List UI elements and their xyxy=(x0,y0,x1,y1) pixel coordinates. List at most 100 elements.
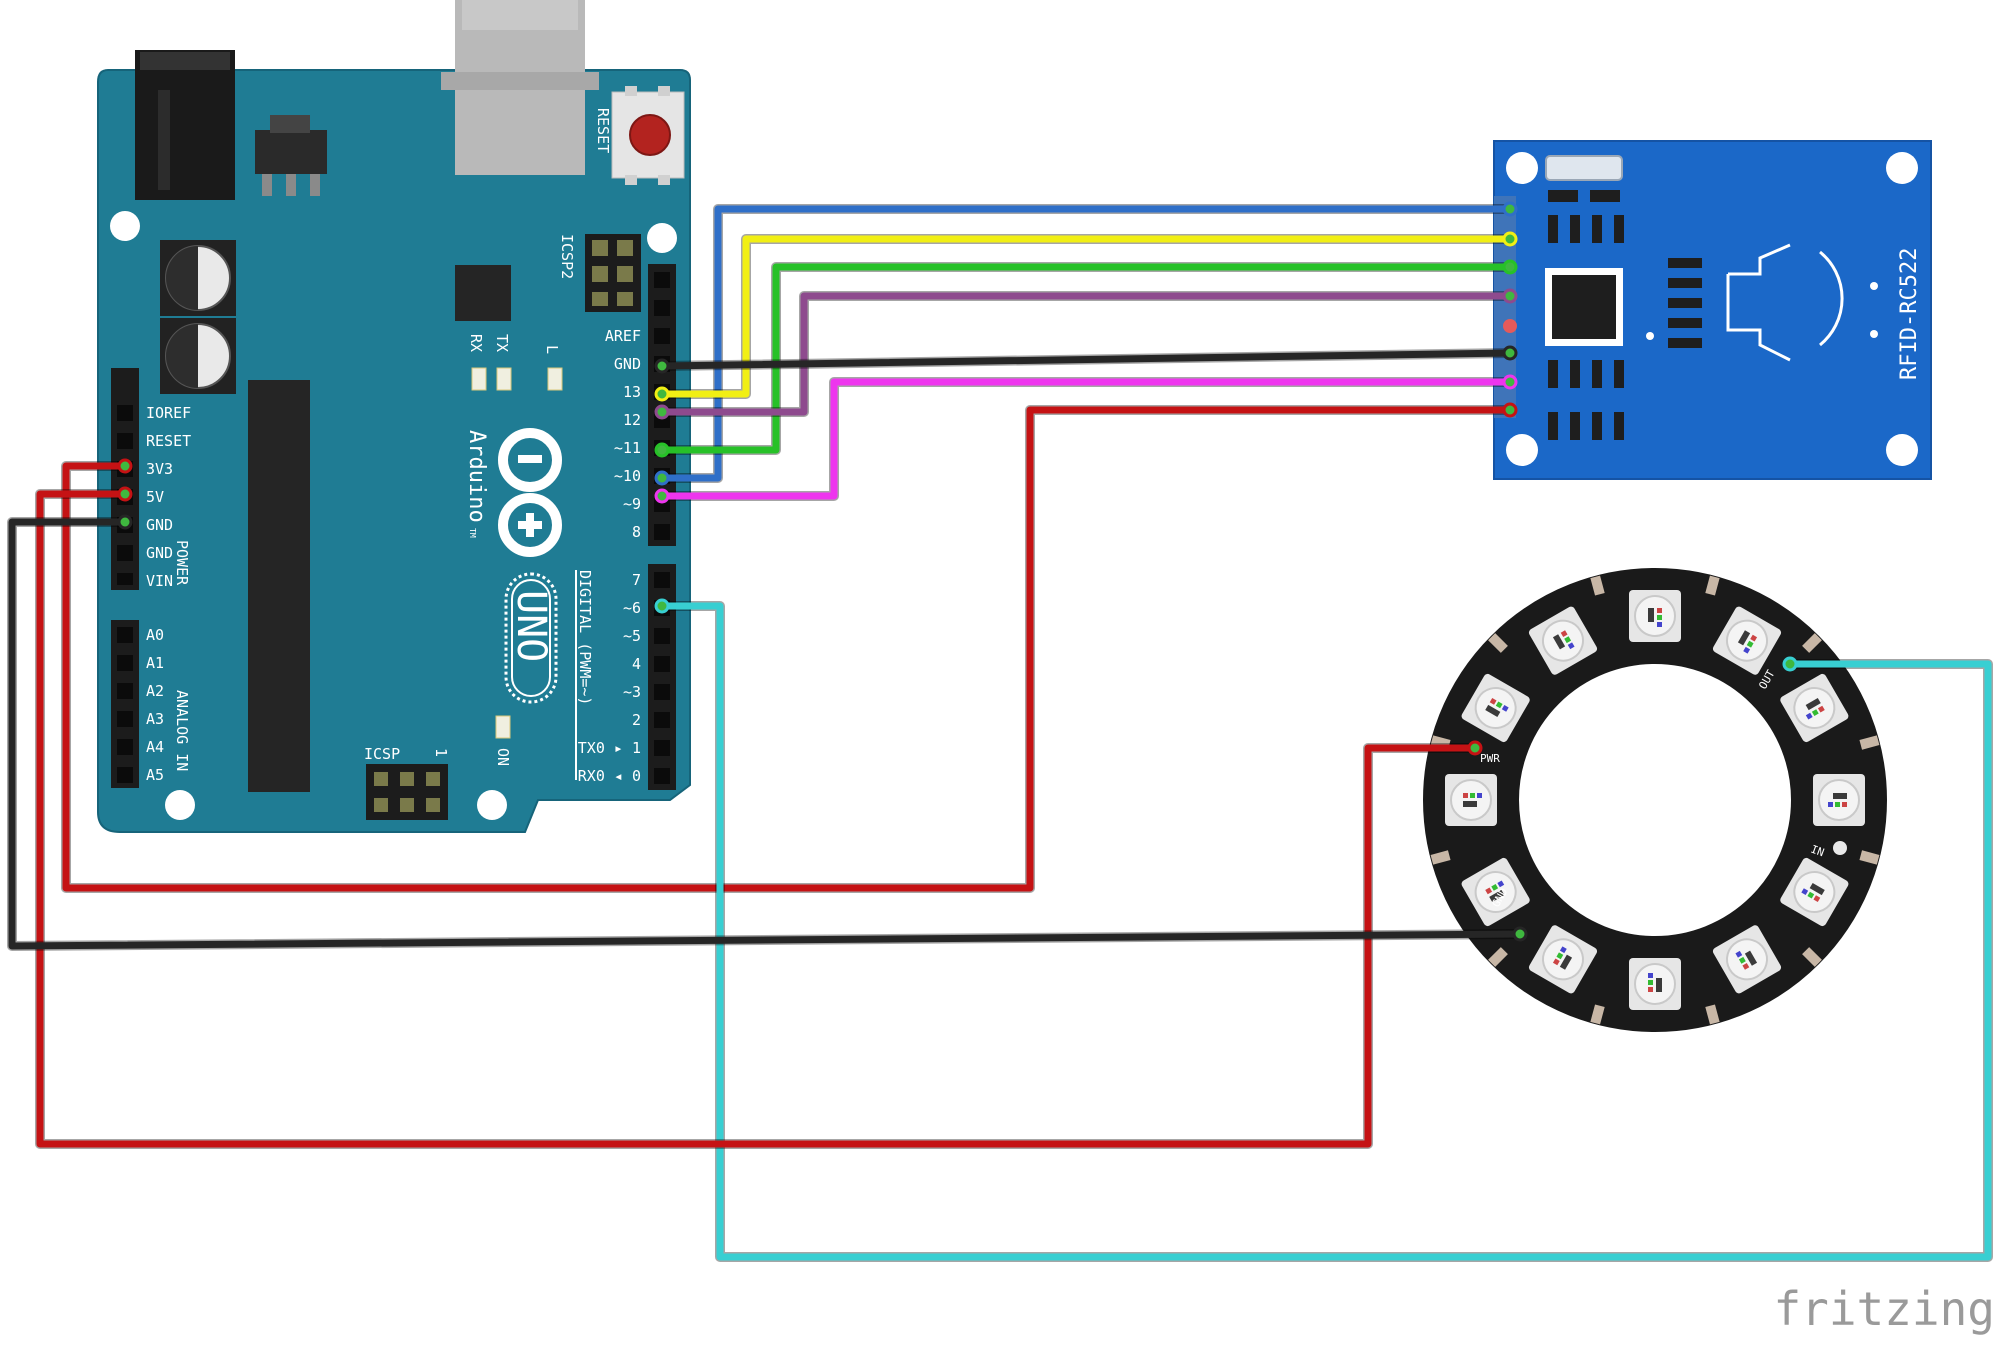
led-capacitor xyxy=(1705,575,1720,596)
rfid-rc522-module: RFID-RC522 xyxy=(1493,140,1932,480)
rx-label: RX xyxy=(467,334,485,352)
neopixel-led xyxy=(1629,590,1681,642)
power-pin-labels: IOREF RESET 3V3 5V GND GND VIN xyxy=(146,404,191,590)
ring-pcb xyxy=(1423,568,1887,1032)
digital-top-pin-labels: AREF GND 13 12 ~11 ~10 ~9 8 xyxy=(605,327,641,541)
pin-label-a1: A1 xyxy=(146,654,164,672)
pin-label-a4: A4 xyxy=(146,738,164,756)
wire-endpoint[interactable] xyxy=(117,458,133,474)
pin-label-gnd: GND xyxy=(146,516,173,534)
capacitor xyxy=(160,240,236,316)
pin-label-12: 12 xyxy=(623,411,641,429)
atmega-chip xyxy=(248,380,310,792)
pin-label-3: ~3 xyxy=(623,683,641,701)
pin-label-8: 8 xyxy=(632,523,641,541)
wire-red-ring-5v[interactable] xyxy=(35,486,1483,1149)
wire-endpoint[interactable] xyxy=(654,404,670,420)
icsp2-label: ICSP2 xyxy=(558,234,576,279)
pin-label-11: ~11 xyxy=(614,439,641,457)
led-capacitor xyxy=(1859,850,1880,865)
on-led xyxy=(495,715,511,739)
led-capacitor xyxy=(1488,633,1508,653)
icsp-label: ICSP xyxy=(364,745,400,763)
neopixel-led xyxy=(1813,774,1865,826)
rfid-label: RFID-RC522 xyxy=(1897,248,1922,380)
wire-endpoint[interactable] xyxy=(1502,259,1518,275)
icsp-pin1-marker: 1 xyxy=(432,748,450,757)
usb-chip xyxy=(455,265,511,321)
wire-endpoint[interactable] xyxy=(117,514,133,530)
wire-layer xyxy=(7,201,1993,1262)
wire-magenta-rfid-d9[interactable] xyxy=(654,374,1518,504)
pin-label-5: ~5 xyxy=(623,627,641,645)
wire-endpoint[interactable] xyxy=(1502,201,1518,217)
ring-pin-in: IN xyxy=(1809,843,1826,860)
pin-label-5v: 5V xyxy=(146,488,164,506)
wire-black-rfid-gnd[interactable] xyxy=(654,345,1518,374)
wire-endpoint[interactable] xyxy=(1502,402,1518,418)
led-capacitor xyxy=(1590,575,1605,596)
wire-endpoint[interactable] xyxy=(654,488,670,504)
led-capacitor xyxy=(1802,633,1822,653)
ring-pin-pwr: PWR xyxy=(1480,752,1500,765)
neopixel-led xyxy=(1461,673,1530,743)
tx-led xyxy=(496,367,512,391)
digital-bottom-pin-labels: 7 ~6 ~5 4 ~3 2 TX0 ▸ 1 RX0 ◂ 0 xyxy=(578,571,641,785)
mounting-hole xyxy=(1506,434,1538,466)
wire-endpoint[interactable] xyxy=(1502,288,1518,304)
wire-endpoint[interactable] xyxy=(117,486,133,502)
wire-endpoint[interactable] xyxy=(654,598,670,614)
rx-led xyxy=(471,367,487,391)
mounting-hole xyxy=(1886,152,1918,184)
wire-cyan-ring-d6[interactable] xyxy=(654,598,1993,1262)
wire-endpoint[interactable] xyxy=(654,386,670,402)
l-label: L xyxy=(543,345,561,354)
wire-endpoint[interactable] xyxy=(654,470,670,486)
wire-endpoint[interactable] xyxy=(654,442,670,458)
wire-endpoint[interactable] xyxy=(654,358,670,374)
icsp-header xyxy=(366,764,448,820)
pin-label-2: 2 xyxy=(632,711,641,729)
on-label: ON xyxy=(494,748,512,766)
pin-label-ioref: IOREF xyxy=(146,404,191,422)
pin-label-tx0: TX0 ▸ 1 xyxy=(578,739,641,757)
pin-label-rx0: RX0 ◂ 0 xyxy=(578,767,641,785)
led-capacitor xyxy=(1802,947,1822,967)
wire-purple-rfid-d12[interactable] xyxy=(654,288,1518,420)
neopixel-led xyxy=(1780,673,1849,743)
wire-green-rfid-d11[interactable] xyxy=(654,259,1518,458)
pin-label-a2: A2 xyxy=(146,682,164,700)
reset-button[interactable] xyxy=(611,86,685,185)
wire-black-ring-gnd[interactable] xyxy=(7,514,1528,951)
mounting-hole xyxy=(647,223,677,253)
analog-header xyxy=(111,620,139,788)
capacitor xyxy=(160,318,236,394)
wire-endpoint[interactable] xyxy=(1502,345,1518,361)
mounting-hole xyxy=(1506,152,1538,184)
wire-blue-rfid-d10[interactable] xyxy=(654,201,1518,486)
wire-endpoint[interactable] xyxy=(1467,740,1483,756)
wire-endpoint[interactable] xyxy=(1502,374,1518,390)
mounting-hole xyxy=(477,790,507,820)
wire-yellow-rfid-d13[interactable] xyxy=(654,231,1518,402)
wire-red-rfid-3v3[interactable] xyxy=(61,402,1518,893)
pin-label-a0: A0 xyxy=(146,626,164,644)
wire-endpoint[interactable] xyxy=(1502,231,1518,247)
wire-endpoint[interactable] xyxy=(1512,926,1528,942)
led-capacitor xyxy=(1488,947,1508,967)
pin-label-a5: A5 xyxy=(146,766,164,784)
neopixel-led xyxy=(1712,606,1782,675)
pin-label-reset: RESET xyxy=(146,432,191,450)
power-label: POWER xyxy=(173,540,191,586)
led-array xyxy=(1430,575,1880,1025)
digital-pwm-label: DIGITAL (PWM=~) xyxy=(576,570,594,705)
pin-label-3v3: 3V3 xyxy=(146,460,173,478)
pin-label-gnd: GND xyxy=(614,355,641,373)
mounting-hole xyxy=(165,790,195,820)
wire-endpoint[interactable] xyxy=(1782,656,1798,672)
pin-label-aref: AREF xyxy=(605,327,641,345)
uno-model: UNO xyxy=(508,590,554,662)
neopixel-led xyxy=(1445,774,1497,826)
